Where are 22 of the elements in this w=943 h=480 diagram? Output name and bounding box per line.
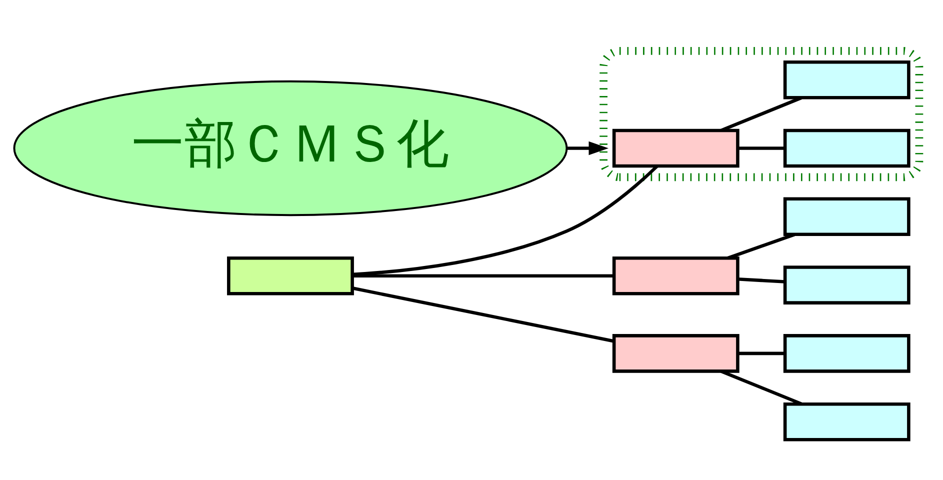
node-box [612, 256, 739, 296]
connector [737, 352, 784, 356]
connector [726, 233, 795, 260]
connector [720, 370, 802, 406]
node-box [782, 266, 910, 304]
node-box [782, 334, 910, 373]
node-box [782, 402, 910, 442]
connector [720, 96, 802, 132]
node-box [782, 197, 910, 236]
connector [352, 286, 614, 343]
cluster [599, 46, 923, 182]
connector [352, 274, 614, 278]
node-ellipse: 一部ＣＭＳ化 [12, 80, 568, 216]
connector [737, 146, 784, 150]
connector [737, 278, 784, 284]
node-box [226, 256, 354, 296]
node-box [612, 334, 739, 373]
node-box [782, 128, 910, 168]
node-box [612, 128, 739, 168]
arrow [566, 141, 608, 156]
node-box [782, 60, 910, 100]
connector [352, 165, 658, 276]
